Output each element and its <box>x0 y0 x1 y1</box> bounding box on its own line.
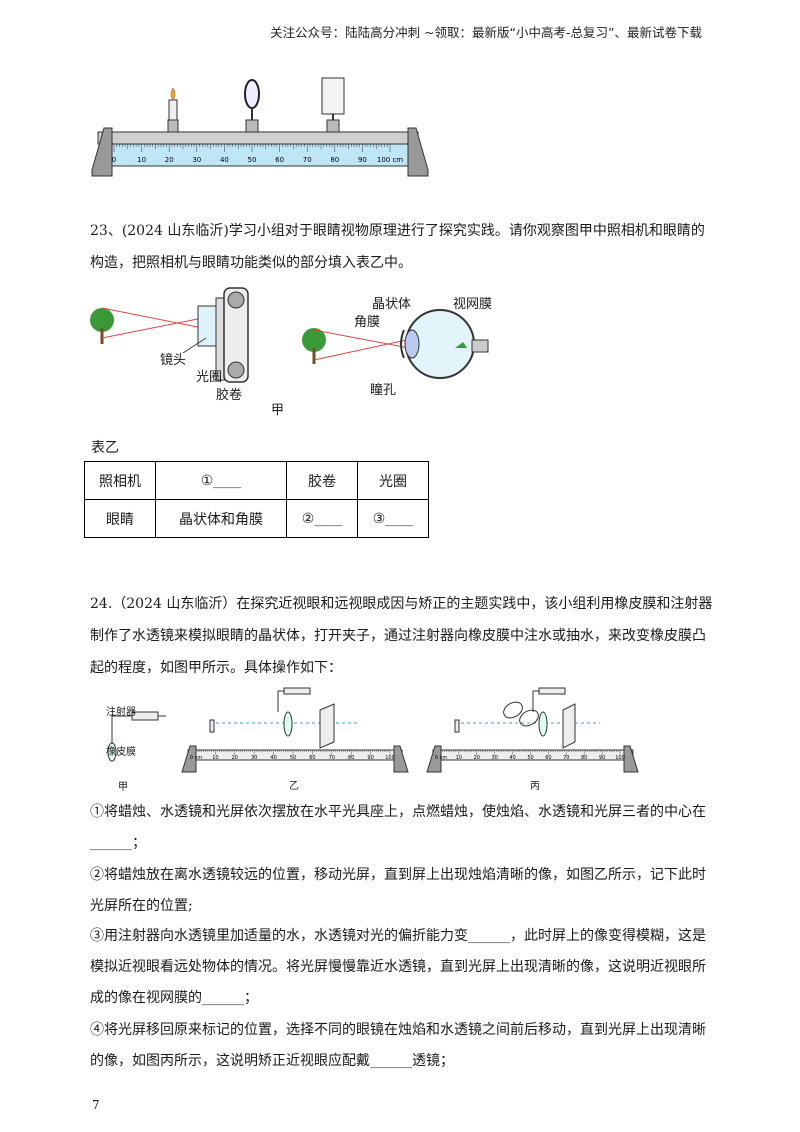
bench-tick-label: 30 <box>192 156 201 164</box>
q24-intro: 24.（2024 山东临沂）在探究近视眼和远视眼成因与矫正的主题实践中，该小组利… <box>90 596 713 676</box>
camera-label-film: 胶卷 <box>216 388 243 403</box>
bench-tick-label: 40 <box>220 156 229 164</box>
bench-tick-label: 100 cm <box>377 156 403 164</box>
label-membrane: 橡皮膜 <box>106 747 136 758</box>
optical-bench-figure-top: 0 10 20 30 40 50 60 70 80 90 100 cm <box>91 77 429 177</box>
label-syringe: 注射器 <box>106 707 136 718</box>
table-cell: 眼睛 <box>84 499 156 538</box>
bench-tick-label: 70 <box>563 755 569 761</box>
water-lens-figure-jia <box>107 711 166 762</box>
q24-step-4: ④将光屏移回原来标记的位置，选择不同的眼镜在烛焰和水透镜之间前后移动，直到光屏上… <box>90 1022 706 1069</box>
bench-tick-label: 50 <box>248 156 257 164</box>
bench-tick-label: 40 <box>509 755 515 761</box>
bench-tick-label: 80 <box>330 156 339 164</box>
bench-tick-label: 90 <box>367 755 373 761</box>
figure-caption-jia: 甲 <box>271 403 285 418</box>
bench-tick-label: 30 <box>492 755 498 761</box>
table-cell: 光圈 <box>357 461 429 500</box>
bench-tick-label: 40 <box>270 755 276 761</box>
table-cell: ③____ <box>357 499 429 538</box>
eye-diagram <box>302 309 489 379</box>
table-cell: 晶状体和角膜 <box>155 499 287 538</box>
bench-tick-label: 20 <box>232 755 238 761</box>
bench-tick-label: 0 cm <box>190 755 203 761</box>
bench-tick-label: 80 <box>348 755 354 761</box>
camera-label-lens: 镜头 <box>160 353 187 368</box>
bench-tick-label: 100 <box>615 755 625 761</box>
table-row: 照相机 ①____ 胶卷 光圈 <box>84 461 429 500</box>
comparison-table: 照相机 ①____ 胶卷 光圈 眼睛 晶状体和角膜 ②____ ③____ <box>84 461 429 538</box>
q24-step-3: ③用注射器向水透镜里加适量的水，水透镜对光的偏折能力变______，此时屏上的像… <box>90 928 706 1006</box>
camera-diagram <box>90 287 249 383</box>
table-row: 眼睛 晶状体和角膜 ②____ ③____ <box>84 499 429 538</box>
bench-tick-label: 60 <box>275 156 284 164</box>
bench-tick-label: 30 <box>251 755 257 761</box>
bench-tick-label: 70 <box>303 156 312 164</box>
bench-tick-label: 10 <box>212 755 218 761</box>
optical-bench-figure-yi: 0 cm 10 20 30 40 50 60 70 80 90 100 <box>181 687 409 773</box>
eye-label-crystalline: 晶状体 <box>372 297 412 312</box>
bench-tick-label: 20 <box>474 755 480 761</box>
bench-tick-label: 60 <box>309 755 315 761</box>
bench-tick-label: 10 <box>456 755 462 761</box>
bench-tick-label: 20 <box>165 156 174 164</box>
eye-label-retina: 视网膜 <box>453 297 493 312</box>
caption-jia: 甲 <box>118 782 128 793</box>
page-header: 关注公众号：陆陆高分冲刺 ~领取：最新版“小中高考-总复习”、最新试卷下载 <box>270 25 702 40</box>
table-cell: 照相机 <box>84 461 156 500</box>
bench-tick-label: 80 <box>581 755 587 761</box>
bench-tick-label: 50 <box>290 755 296 761</box>
bench-tick-label: 0 cm <box>435 755 448 761</box>
camera-label-aperture: 光圈 <box>196 370 223 385</box>
optical-bench-figure-bing: 0 cm 10 20 30 40 50 60 70 80 90 100 <box>426 687 639 773</box>
eye-label-cornea: 角膜 <box>354 315 381 330</box>
q24-step-2: ②将蜡烛放在离水透镜较远的位置，移动光屏，直到屏上出现烛焰清晰的像，如图乙所示，… <box>90 867 706 914</box>
bench-tick-label: 70 <box>329 755 335 761</box>
table-cell: ①____ <box>155 461 287 500</box>
caption-bing: 丙 <box>530 781 540 792</box>
bench-tick-label: 50 <box>527 755 533 761</box>
bench-tick-label: 90 <box>599 755 605 761</box>
eye-label-pupil: 瞳孔 <box>370 383 397 398</box>
table-cell: ②____ <box>286 499 358 538</box>
q23-text: 23、(2024 山东临沂)学习小组对于眼睛视物原理进行了探究实践。请你观察图甲… <box>90 223 705 271</box>
table-cell: 胶卷 <box>286 461 358 500</box>
bench-tick-label: 100 <box>385 755 395 761</box>
bench-tick-label: 60 <box>545 755 551 761</box>
page-number: 7 <box>92 1098 100 1112</box>
table-title: 表乙 <box>91 440 119 456</box>
bench-tick-label: 0 <box>112 156 116 164</box>
q24-step-1: ①将蜡烛、水透镜和光屏依次摆放在水平光具座上，点燃蜡烛，使烛焰、水透镜和光屏三者… <box>90 804 706 851</box>
caption-yi: 乙 <box>289 781 299 792</box>
bench-tick-label: 10 <box>137 156 146 164</box>
bench-tick-label: 90 <box>358 156 367 164</box>
